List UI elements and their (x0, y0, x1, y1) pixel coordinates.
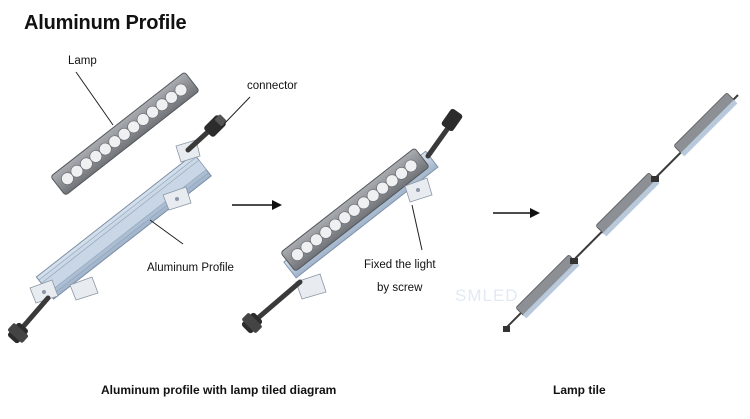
label-connector: connector (247, 80, 298, 92)
arrow-right-icon-2 (493, 208, 540, 218)
watermark-logo: SMLED (455, 286, 519, 305)
caption-left: Aluminum profile with lamp tiled diagram (101, 383, 337, 397)
caption-right: Lamp tile (553, 383, 606, 397)
connector-plug-bottom (8, 322, 28, 344)
screw-bracket-1 (295, 273, 327, 300)
mounting-bracket-1 (29, 279, 59, 304)
mounting-bracket-3 (162, 186, 192, 211)
lamp-tile-chain (503, 93, 739, 332)
label-aluminum-profile: Aluminum Profile (147, 262, 234, 274)
label-fixed-line2: by screw (377, 282, 423, 294)
page-title: Aluminum Profile (24, 12, 187, 34)
screw-bracket-2 (404, 177, 433, 203)
assembled-lamp (281, 148, 429, 271)
profile-leader-line (149, 219, 184, 245)
mounting-bracket-2 (69, 276, 99, 301)
label-fixed-line1: Fixed the light (364, 259, 436, 271)
lamp-bar (51, 72, 199, 195)
connector-plug-2-top (441, 108, 463, 132)
connector-plug-top (204, 114, 227, 137)
label-lamp: Lamp (68, 55, 97, 67)
arrow-right-icon (232, 200, 282, 210)
connector-leader-line (223, 96, 251, 125)
lamp-leader-line (75, 71, 114, 126)
connector-plug-2-bottom (241, 312, 263, 334)
fixed-leader-line (411, 204, 423, 251)
